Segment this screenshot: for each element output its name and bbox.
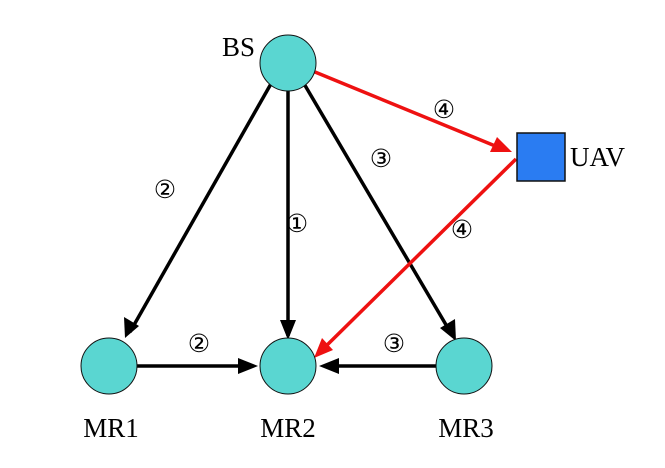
node-mr1 (80, 337, 138, 395)
edge-bs-mr1 (128, 81, 274, 333)
nodes (80, 34, 566, 395)
edge-label-bs-uav: ④ (433, 97, 455, 124)
edge-uav-mr2 (318, 157, 518, 354)
arrowhead-uav-mr2 (314, 338, 333, 358)
label-mr1: MR1 (83, 413, 139, 443)
edge-label-bs-mr1: ② (154, 177, 176, 204)
edge-label-bs-mr3: ③ (370, 146, 392, 173)
edge-bs-mr3 (301, 81, 454, 336)
node-uav (516, 132, 566, 182)
arrowhead-mr3-mr2 (319, 358, 339, 374)
arrowhead-bs-mr1 (124, 317, 139, 338)
node-mr3 (435, 337, 493, 395)
edge-label-uav-mr2: ④ (451, 217, 473, 244)
arrowhead-mr1-mr2 (238, 358, 258, 374)
node-bs (259, 34, 317, 92)
edge-label-mr3-mr2: ③ (383, 331, 405, 358)
label-mr3: MR3 (438, 413, 494, 443)
arrowhead-bs-mr2 (280, 320, 296, 340)
node-mr2 (259, 337, 317, 395)
label-uav: UAV (570, 142, 626, 172)
arrowhead-bs-uav (490, 137, 512, 152)
label-bs: BS (222, 32, 255, 62)
arrowhead-bs-mr3 (440, 319, 456, 341)
label-mr2: MR2 (260, 413, 316, 443)
edge-label-bs-mr2: ① (286, 211, 308, 238)
edges-black (128, 81, 454, 368)
edge-bs-uav (314, 70, 506, 152)
node-labels: BS MR1 MR2 MR3 UAV (83, 32, 625, 443)
edge-label-mr1-mr2: ② (188, 331, 210, 358)
arrowheads (124, 137, 512, 374)
edge-labels: ① ② ② ③ ③ ④ ④ (154, 97, 473, 358)
edges-red (314, 70, 518, 354)
